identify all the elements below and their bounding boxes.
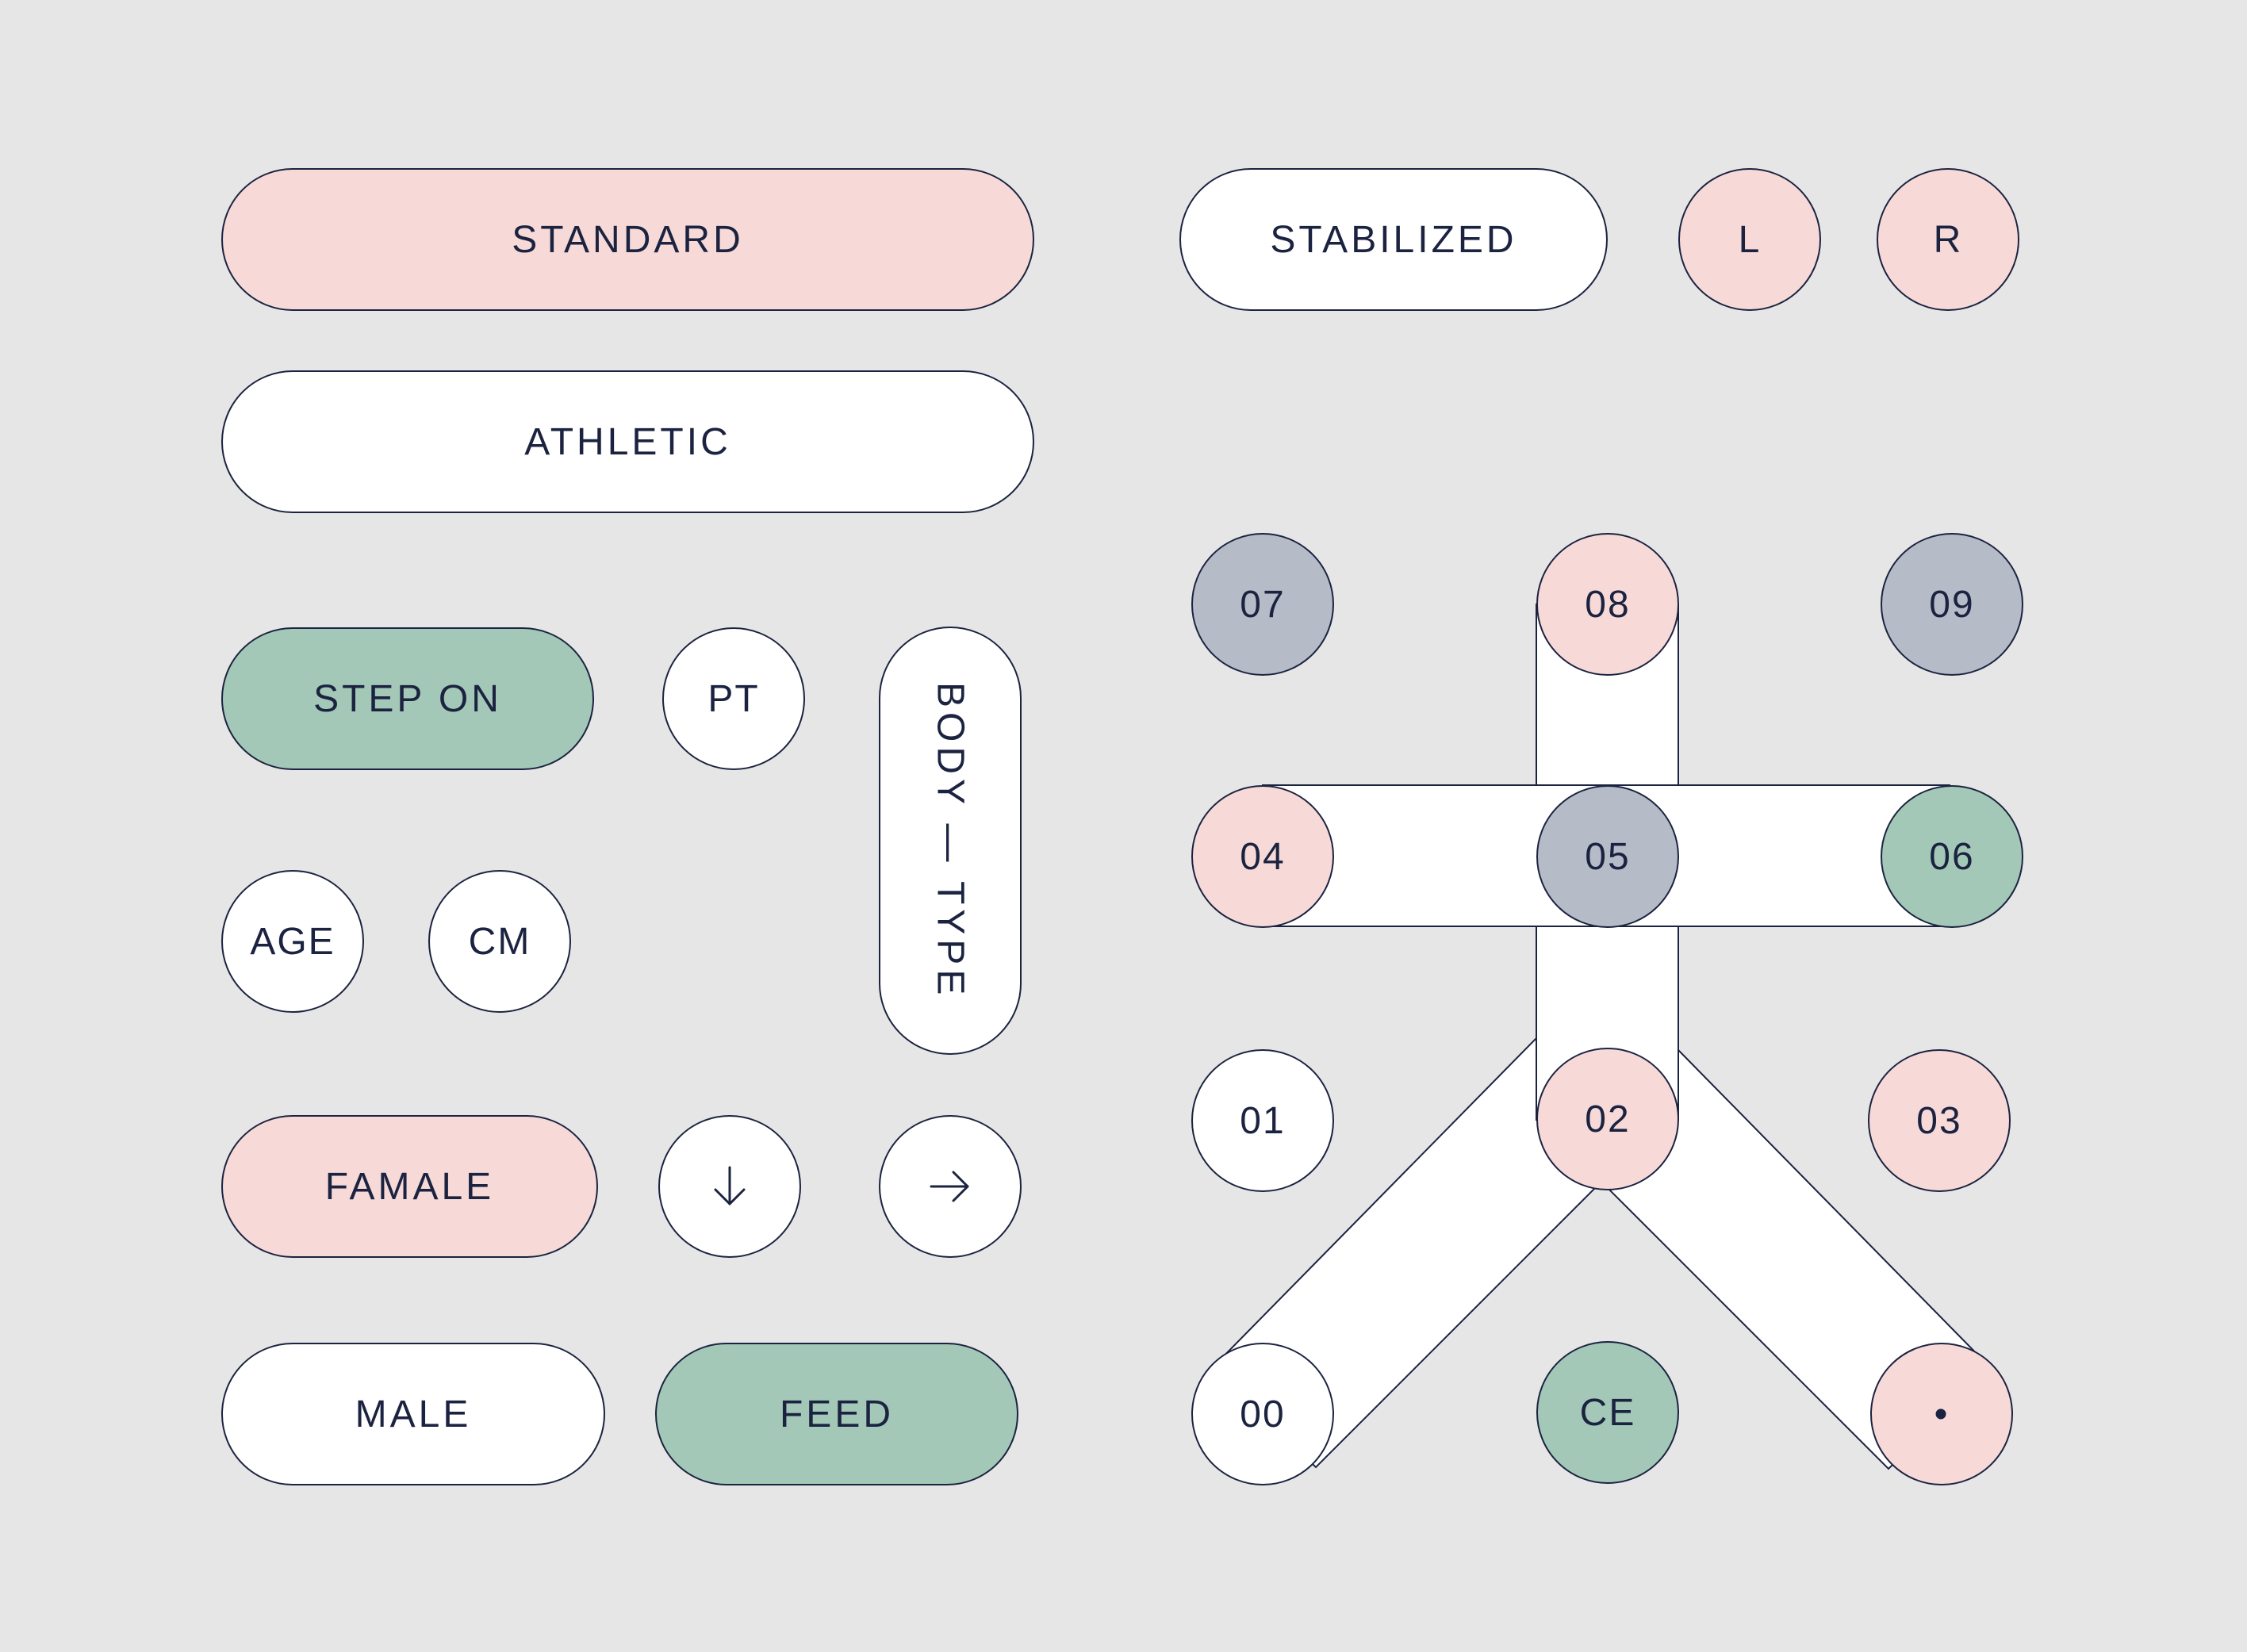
body-type-vertical-pill[interactable]: BODY — TYPE <box>879 627 1022 1055</box>
step-on-button[interactable]: STEP ON <box>221 627 594 770</box>
cm-button[interactable]: CM <box>428 870 571 1013</box>
athletic-option[interactable]: ATHLETIC <box>221 370 1034 513</box>
skeleton-node-ce[interactable]: CE <box>1536 1341 1679 1484</box>
feed-button[interactable]: FEED <box>655 1343 1018 1485</box>
skeleton-node-04[interactable]: 04 <box>1191 785 1334 928</box>
skeleton-node-00[interactable]: 00 <box>1191 1343 1334 1485</box>
down-arrow-button[interactable] <box>658 1115 801 1258</box>
male-option[interactable]: MALE <box>221 1343 605 1485</box>
left-side-button[interactable]: L <box>1678 168 1821 311</box>
skeleton-node-01[interactable]: 01 <box>1191 1049 1334 1192</box>
skeleton-node-06[interactable]: 06 <box>1881 785 2023 928</box>
standard-option[interactable]: STANDARD <box>221 168 1034 311</box>
pt-button[interactable]: PT <box>662 627 805 770</box>
right-side-button[interactable]: R <box>1877 168 2019 311</box>
female-option[interactable]: FAMALE <box>221 1115 598 1258</box>
skeleton-node-03[interactable]: 03 <box>1868 1049 2011 1192</box>
body-type-label: BODY — TYPE <box>929 681 972 1000</box>
arrow-down-icon <box>714 1166 746 1205</box>
skeleton-node-09[interactable]: 09 <box>1881 533 2023 676</box>
stabilized-option[interactable]: STABILIZED <box>1179 168 1608 311</box>
age-button[interactable]: AGE <box>221 870 364 1013</box>
arrow-right-icon <box>930 1171 969 1202</box>
skeleton-node-08[interactable]: 08 <box>1536 533 1679 676</box>
skeleton-node-05[interactable]: 05 <box>1536 785 1679 928</box>
skeleton-node-07[interactable]: 07 <box>1191 533 1334 676</box>
skeleton-node-dot[interactable]: • <box>1870 1343 2013 1485</box>
right-arrow-button[interactable] <box>879 1115 1022 1258</box>
skeleton-node-02[interactable]: 02 <box>1536 1048 1679 1190</box>
